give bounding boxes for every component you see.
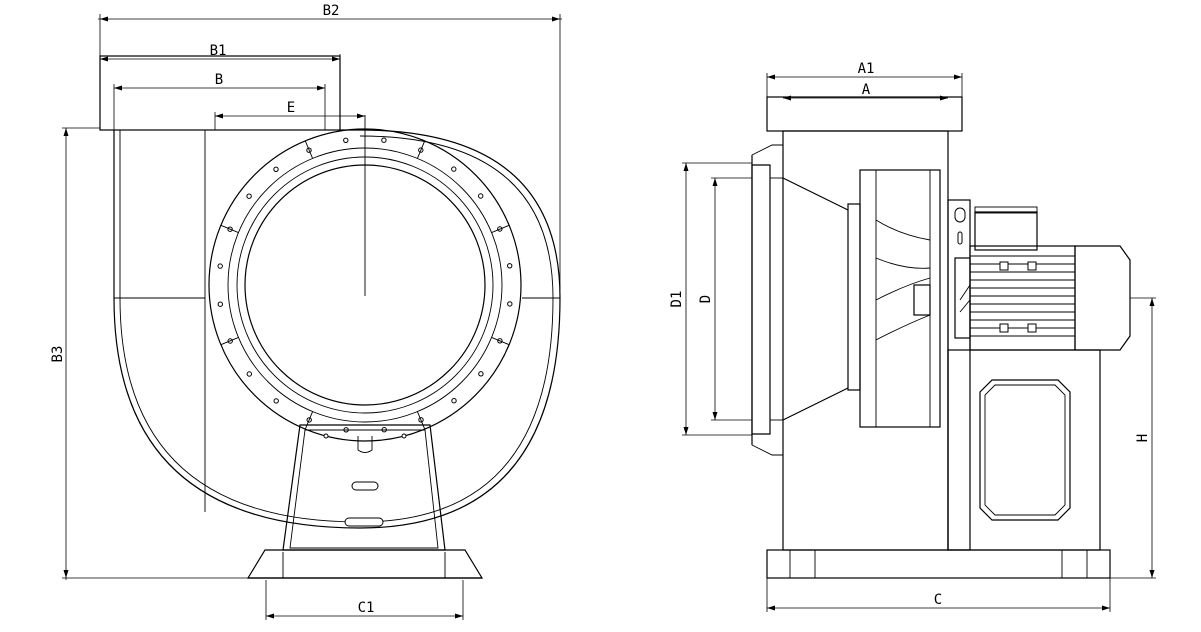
flange-tick [304,411,314,430]
bolt-hole [478,193,484,199]
motor-cooling-fins [970,255,1075,337]
flange-tick [220,224,239,234]
bolt-hole [507,263,513,269]
housing-body [782,130,949,551]
bolt-hole [246,193,252,199]
bolt-hole [273,166,279,173]
support-pedestal [282,424,446,551]
front-view: B2 B1 B E [50,3,562,620]
motor-support [947,349,1101,551]
side-view: A1 A D1 D [669,61,1156,612]
dim-b2: B2 [98,3,562,290]
bolt-hole [246,371,253,377]
outlet-flange [766,96,963,132]
inlet-nozzle [751,144,849,456]
dim-h: H [1110,297,1156,579]
flange-tick [491,336,510,346]
flange-segment-ticks [220,140,510,430]
dim-c1: C1 [265,580,464,620]
dim-d1: D1 [669,162,752,436]
dim-h-label: H [1135,434,1151,442]
dim-a1-label: A1 [858,61,875,77]
dim-a: A [783,82,948,101]
flange-tick [491,224,510,234]
dim-b: B [113,72,326,130]
dim-b-label: B [215,72,223,88]
dim-d: D [698,177,752,421]
bolt-hole [343,137,349,144]
bolt-hole [451,398,457,404]
dim-d1-label: D1 [669,291,685,308]
bolt-hole [451,166,457,172]
bolt-hole [217,263,223,269]
dim-d-label: D [698,295,714,303]
inlet-flange [208,128,522,442]
bolt-hole [273,398,279,404]
dim-c1-label: C1 [358,600,375,616]
flange-tick [416,411,426,430]
impeller [847,169,941,428]
motor [947,199,1131,551]
flange-tick [220,336,239,346]
dim-b2-label: B2 [323,3,340,19]
bolt-hole [217,301,224,307]
dim-b1-label: B1 [210,43,227,59]
dim-b3: B3 [50,127,248,580]
dim-c-label: C [934,592,942,608]
dim-c: C [766,578,1111,612]
bolt-hole [381,137,387,143]
dim-e-label: E [287,100,295,116]
flange-tick [304,140,314,159]
scroll-housing [99,55,561,529]
base-frame [766,549,1111,579]
dim-a1: A1 [766,61,963,97]
base-plate [246,549,484,579]
dim-e: E [214,100,365,130]
dim-b3-label: B3 [50,346,66,363]
dim-a-label: A [862,82,871,98]
bolt-hole [478,371,484,377]
bolt-hole [507,301,513,307]
dim-b1: B1 [100,43,341,130]
flange-tick [416,140,426,159]
